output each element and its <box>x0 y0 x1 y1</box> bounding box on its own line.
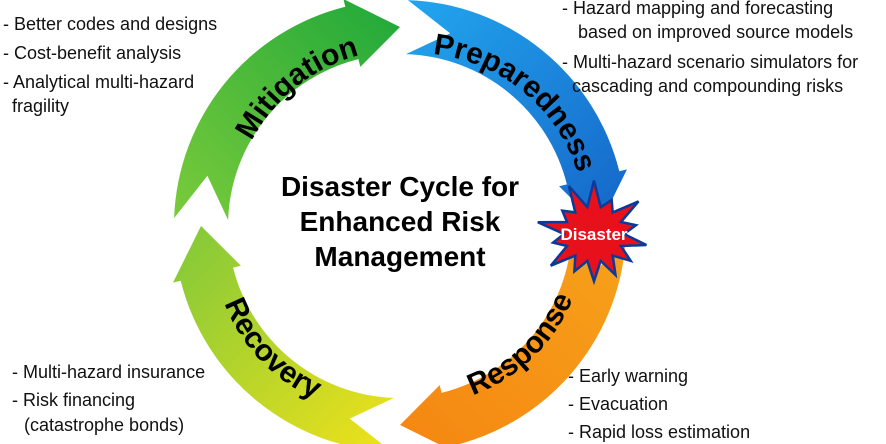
mitigation-note: - Cost-benefit analysis <box>3 43 181 63</box>
response-note: - Early warning <box>568 366 688 386</box>
center-title-line-3: Management <box>314 241 485 272</box>
mitigation-note: - Analytical multi-hazard <box>3 72 194 92</box>
response-notes: - Early warning - Evacuation - Rapid los… <box>568 366 750 442</box>
response-arrow <box>400 232 626 444</box>
preparedness-note: based on improved source models <box>578 22 853 42</box>
preparedness-note: - Multi-hazard scenario simulators for <box>562 52 858 72</box>
preparedness-notes: - Hazard mapping and forecasting based o… <box>562 0 858 96</box>
center-title-line-1: Disaster Cycle for <box>281 171 519 202</box>
recovery-note: (catastrophe bonds) <box>24 415 184 435</box>
recovery-note: - Risk financing <box>12 390 135 410</box>
preparedness-note: - Hazard mapping and forecasting <box>562 0 833 18</box>
mitigation-notes: - Better codes and designs - Cost-benefi… <box>3 14 217 116</box>
center-title-line-2: Enhanced Risk <box>300 206 501 237</box>
recovery-note: - Multi-hazard insurance <box>12 362 205 382</box>
disaster-burst-icon <box>537 180 647 286</box>
center-title: Disaster Cycle for Enhanced Risk Managem… <box>281 171 519 272</box>
disaster-label: Disaster <box>560 225 627 244</box>
recovery-notes: - Multi-hazard insurance - Risk financin… <box>12 362 205 435</box>
mitigation-arrow <box>174 0 400 220</box>
preparedness-arrow <box>406 0 627 226</box>
recovery-arrow <box>173 226 394 444</box>
mitigation-note: fragility <box>12 96 69 116</box>
response-note: - Rapid loss estimation <box>568 422 750 442</box>
preparedness-note: cascading and compounding risks <box>572 76 843 96</box>
mitigation-note: - Better codes and designs <box>3 14 217 34</box>
response-note: - Evacuation <box>568 394 668 414</box>
